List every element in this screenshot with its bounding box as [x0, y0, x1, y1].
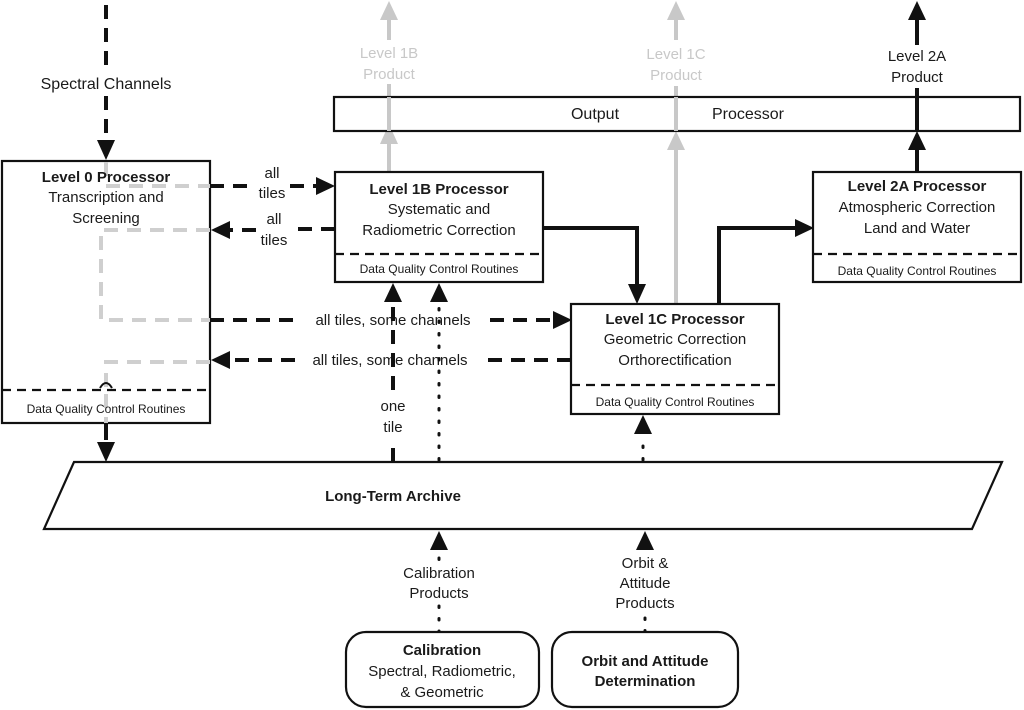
- calibration-source: Calibration Spectral, Radiometric, & Geo…: [344, 630, 541, 709]
- level0-title: Level 0 Processor: [42, 169, 171, 186]
- l0-to-l1c-arrow: [210, 311, 572, 329]
- spectral-channels-label: Spectral Channels: [41, 76, 172, 93]
- orbit-to-archive-arrow: [636, 531, 654, 634]
- l0-to-l1b-arrow: [210, 177, 335, 195]
- level0-qc: Data Quality Control Routines: [27, 402, 186, 416]
- archive-to-l1b-dotted-arrow: [430, 283, 448, 462]
- calibration-products-label-2: Products: [409, 585, 468, 602]
- calibration-to-archive-arrow: [430, 531, 448, 634]
- l1b-product-label-1: Level 1B: [360, 45, 418, 62]
- all-tiles-a-2: tiles: [259, 185, 286, 202]
- l0-to-archive-arrow: [97, 424, 115, 462]
- level1b-qc: Data Quality Control Routines: [360, 262, 519, 276]
- l1c-product-label-2: Product: [650, 67, 703, 84]
- l1b-product-label-2: Product: [363, 66, 416, 83]
- l1b-product-arrow: [380, 1, 398, 172]
- l1b-to-l1c-arrow: [543, 226, 646, 304]
- level2a-line-1: Atmospheric Correction: [839, 199, 996, 216]
- all-tiles-b-2: tiles: [261, 232, 288, 249]
- level0-processor: Level 0 Processor Transcription and Scre…: [0, 159, 212, 425]
- l2a-product-label-1: Level 2A: [888, 48, 946, 65]
- orbit-products-label-3: Products: [615, 595, 674, 612]
- calibration-line-1: Spectral, Radiometric,: [368, 663, 516, 680]
- l1b-to-l0-arrow: [211, 221, 335, 239]
- one-tile-label-2: tile: [383, 419, 402, 436]
- archive-to-l1b-one-tile-arrow: [384, 283, 402, 462]
- some-channels-back-label: all tiles, some channels: [312, 352, 467, 369]
- l1c-to-l2a-arrow: [717, 219, 814, 304]
- level1c-line-2: Orthorectification: [618, 352, 731, 369]
- level2a-line-2: Land and Water: [864, 220, 970, 237]
- output-processor-label-right: Processor: [712, 106, 785, 123]
- orbit-products-label-2: Attitude: [620, 575, 671, 592]
- level1b-title: Level 1B Processor: [369, 181, 508, 198]
- all-tiles-b-1: all: [266, 211, 281, 228]
- level2a-qc: Data Quality Control Routines: [838, 264, 997, 278]
- level1c-title: Level 1C Processor: [605, 311, 744, 328]
- level2a-title: Level 2A Processor: [848, 178, 987, 195]
- one-tile-label-1: one: [380, 398, 405, 415]
- level2a-processor: Level 2A Processor Atmospheric Correctio…: [811, 170, 1023, 284]
- level0-line-2: Screening: [72, 210, 140, 227]
- level1c-line-1: Geometric Correction: [604, 331, 747, 348]
- orbit-attitude-source: Orbit and Attitude Determination: [550, 630, 740, 709]
- calibration-title: Calibration: [403, 642, 481, 659]
- archive-label: Long-Term Archive: [325, 488, 461, 505]
- calibration-products-label-1: Calibration: [403, 565, 475, 582]
- l1c-product-label-1: Level 1C: [646, 46, 705, 63]
- level1c-qc: Data Quality Control Routines: [596, 395, 755, 409]
- long-term-archive: Long-Term Archive: [42, 460, 1004, 531]
- level1b-line-1: Systematic and: [388, 201, 491, 218]
- all-tiles-a-1: all: [264, 165, 279, 182]
- spectral-channels-arrow: [97, 5, 115, 160]
- level1b-processor: Level 1B Processor Systematic and Radiom…: [333, 170, 545, 284]
- orbit-products-label-1: Orbit &: [622, 555, 669, 572]
- orbit-title-2: Determination: [595, 673, 696, 690]
- output-processor: Output Processor: [332, 95, 1022, 133]
- orbit-title-1: Orbit and Attitude: [582, 653, 709, 670]
- l2a-product-label-2: Product: [891, 69, 944, 86]
- l1c-to-l0-arrow: [211, 351, 571, 369]
- level1c-processor: Level 1C Processor Geometric Correction …: [569, 302, 781, 416]
- calibration-line-2: & Geometric: [400, 684, 484, 701]
- level0-line-1: Transcription and: [48, 189, 163, 206]
- level1b-line-2: Radiometric Correction: [362, 222, 515, 239]
- l2a-product-arrow: [908, 1, 926, 172]
- output-processor-label-left: Output: [571, 106, 620, 123]
- archive-to-l1c-dotted-arrow: [634, 415, 652, 462]
